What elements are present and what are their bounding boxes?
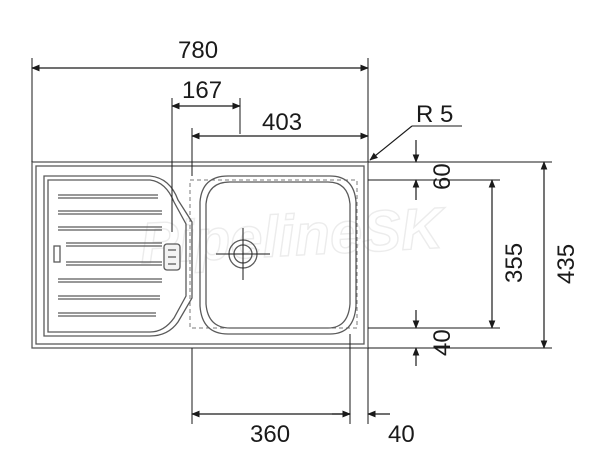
drain-icon (216, 228, 270, 280)
label-bowl-width-top: 403 (262, 109, 302, 136)
dimension-top-margin: 60 (368, 140, 458, 200)
dimension-bowl-width-top: 403 (191, 109, 369, 176)
label-drainboard-offset: 167 (182, 77, 222, 104)
dimension-overall-width: 780 (31, 37, 369, 162)
watermark-text: PipelineSK (138, 195, 448, 276)
dimension-bottom-margin: 40 (412, 310, 456, 366)
label-bottom-margin: 40 (429, 329, 456, 356)
label-overall-depth: 435 (553, 244, 580, 284)
dimension-right-margin: 40 (332, 348, 415, 448)
dimension-overall-depth: 435 (368, 161, 580, 349)
sink-outline (31, 161, 369, 349)
dimension-bowl-width-bottom: 360 (191, 334, 351, 448)
label-right-margin: 40 (388, 421, 415, 448)
label-corner-radius: R 5 (416, 101, 453, 128)
dimension-corner-radius: R 5 (369, 101, 462, 161)
drainboard (43, 175, 193, 337)
label-overall-width: 780 (178, 37, 218, 64)
sink-bowl (199, 175, 357, 335)
label-bowl-width-bottom: 360 (250, 421, 290, 448)
dimension-bowl-depth: 355 (368, 179, 528, 329)
label-top-margin: 60 (429, 163, 456, 190)
overflow-fitting (163, 243, 181, 271)
label-bowl-depth: 355 (501, 243, 528, 283)
dimension-drainboard-offset: 167 (171, 77, 241, 232)
drainboard-ribs (53, 194, 162, 317)
